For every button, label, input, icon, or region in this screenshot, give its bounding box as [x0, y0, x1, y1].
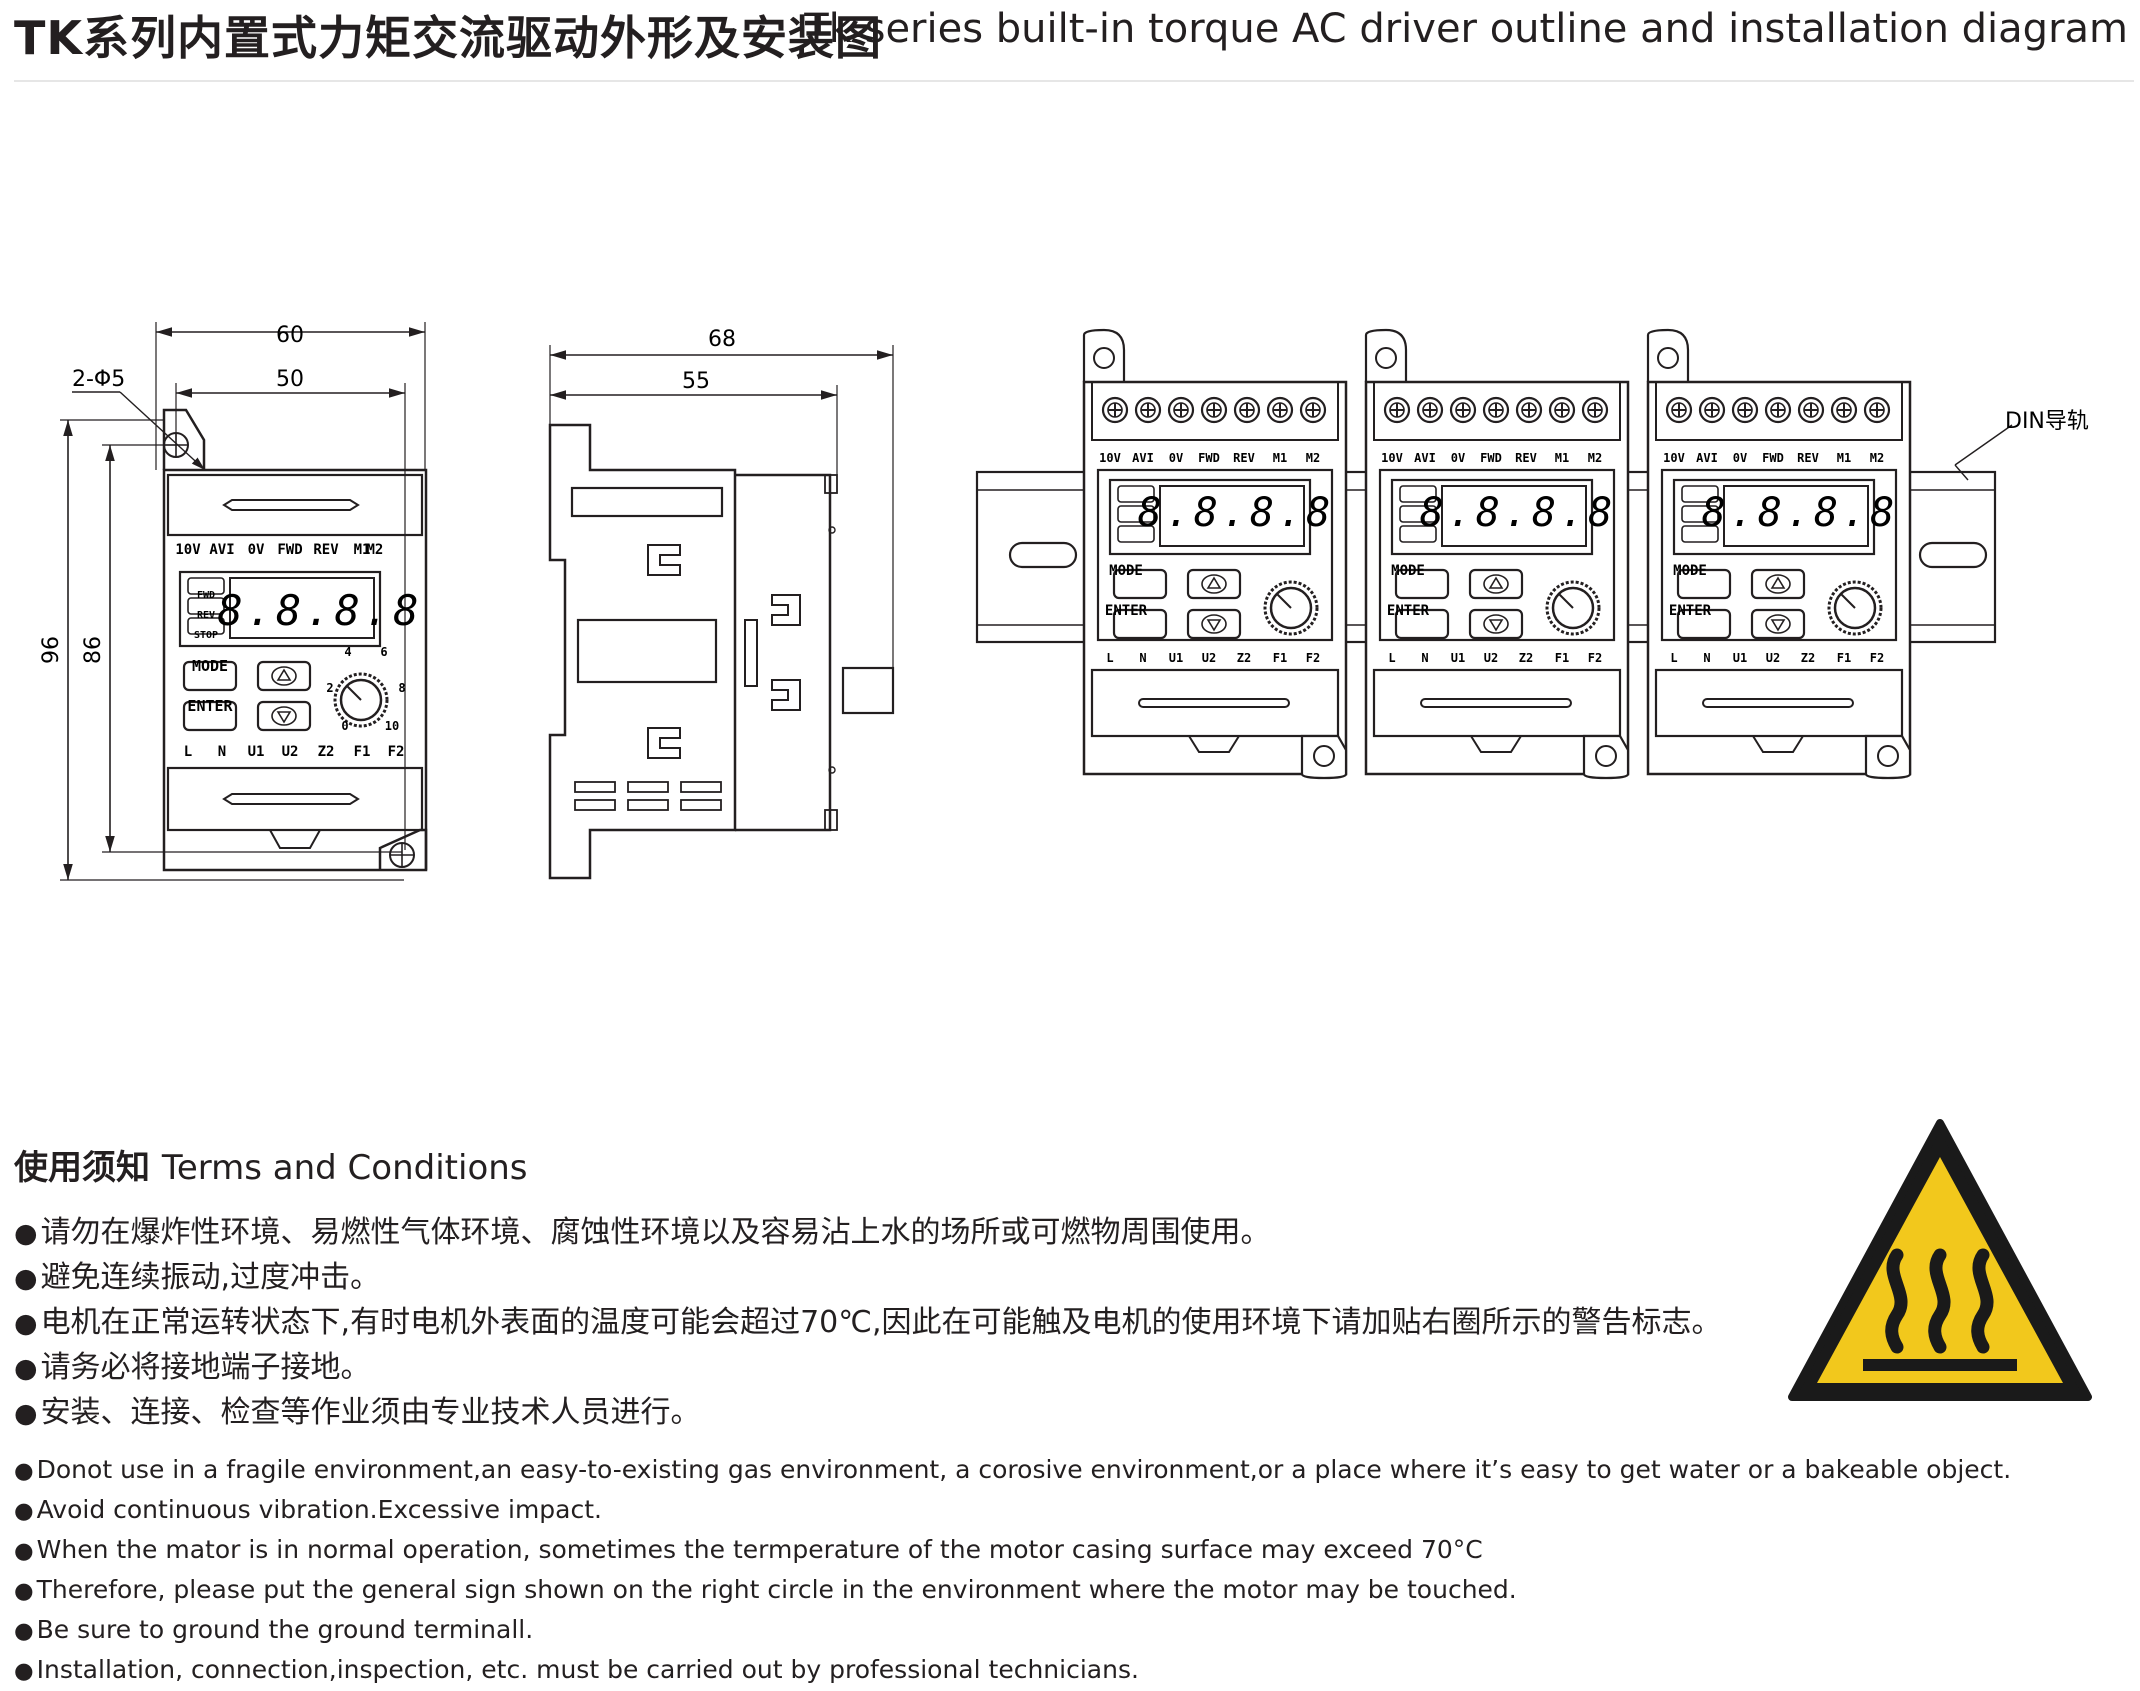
dim-depth-inner: 55 [682, 369, 710, 394]
dim-width-outer: 60 [276, 323, 304, 348]
dim-height-inner: 86 [81, 636, 106, 664]
page-title-en: Tk series built-in torque AC driver outl… [804, 6, 2128, 52]
terms-title: 使用须知 Terms and Conditions [14, 1148, 528, 1188]
dim-hole-label: 2-Φ5 [72, 367, 125, 392]
title-divider [14, 80, 2134, 82]
page-title-cn: TK系列内置式力矩交流驱动外形及安装图 [14, 11, 883, 65]
din-rail-label: DIN导轨 [2005, 409, 2089, 434]
page-header: TK系列内置式力矩交流驱动外形及安装图 Tk series built-in t… [14, 0, 2134, 72]
list-item: ●Installation, connection,inspection, et… [14, 1655, 1139, 1684]
list-item: ●Be sure to ground the ground terminall. [14, 1615, 534, 1644]
svg-text:8.8.8.8: 8.8.8.8 [1138, 490, 1335, 536]
dim-height-outer: 96 [39, 636, 64, 664]
din-driver-2 [1364, 328, 1630, 780]
front-enter-button: ENTER [187, 697, 233, 715]
dim-width-inner: 50 [276, 367, 304, 392]
list-item: ●请务必将接地端子接地。 [14, 1350, 371, 1385]
svg-text:8.8.8.8: 8.8.8.8 [1702, 490, 1899, 536]
list-item: ●Therefore, please put the general sign … [14, 1575, 1517, 1604]
svg-text:MODE: MODE [1673, 563, 1707, 579]
svg-text:ENTER: ENTER [1669, 603, 1712, 619]
hot-surface-warning-icon [1788, 1119, 2092, 1401]
list-item: ●Avoid continuous vibration.Excessive im… [14, 1495, 602, 1524]
dim-depth-outer: 68 [708, 327, 736, 352]
list-item: ●请勿在爆炸性环境、易燃性气体环境、腐蚀性环境以及容易沾上水的场所或可燃物周围使… [14, 1215, 1271, 1250]
list-item: ●电机在正常运转状态下,有时电机外表面的温度可能会超过70℃,因此在可能触及电机… [14, 1305, 1722, 1340]
front-mode-button: MODE [192, 657, 228, 675]
svg-text:ENTER: ENTER [1105, 603, 1148, 619]
din-driver-1 [1082, 328, 1348, 780]
svg-text:ENTER: ENTER [1387, 603, 1430, 619]
front-display: 8.8.8.8 [217, 586, 422, 635]
list-item: ●When the mator is in normal operation, … [14, 1535, 1483, 1564]
din-driver-3 [1646, 328, 1912, 780]
list-item: ●安装、连接、检查等作业须由专业技术人员进行。 [14, 1395, 701, 1430]
side-view: 68 55 [548, 327, 895, 880]
din-button-labels: MODE ENTER MODE ENTER MODE ENTER [1105, 563, 1712, 619]
list-item: ●Donot use in a fragile environment,an e… [14, 1455, 2012, 1484]
terms-en-list: ●Donot use in a fragile environment,an e… [14, 1450, 2011, 1690]
list-item: ●避免连续振动,过度冲击。 [14, 1260, 381, 1295]
din-rail-assembly: DIN导轨 [975, 328, 2089, 780]
svg-text:MODE: MODE [1109, 563, 1143, 579]
svg-text:8.8.8.8: 8.8.8.8 [1420, 490, 1617, 536]
din-displays: 8.8.8.8 8.8.8.8 8.8.8.8 [1138, 490, 1899, 536]
svg-text:MODE: MODE [1391, 563, 1425, 579]
terms-cn-list: ●请勿在爆炸性环境、易燃性气体环境、腐蚀性环境以及容易沾上水的场所或可燃物周围使… [14, 1210, 1722, 1435]
